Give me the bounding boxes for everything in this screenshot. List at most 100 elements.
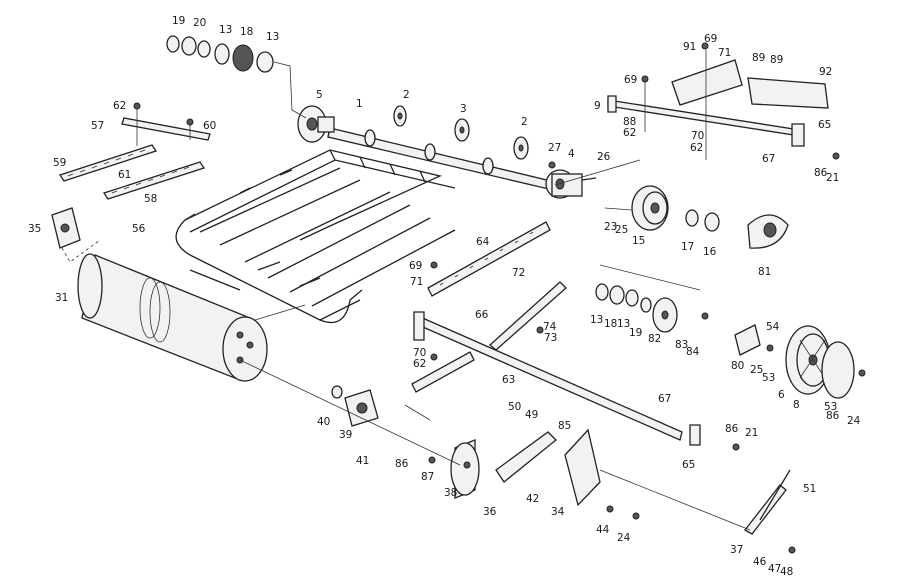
callout-label: 67 [658, 393, 671, 405]
callout-label: 66 [475, 309, 489, 321]
callout-label: 69 [624, 74, 637, 86]
bracket-34 [564, 428, 601, 507]
callout-label: 13 [617, 318, 630, 330]
callout-label: 6 [778, 389, 785, 401]
callout-label: 16 [703, 246, 717, 258]
callout-label: 80 [731, 360, 744, 372]
bearing-16 [704, 212, 720, 232]
drum-31 [77, 253, 268, 382]
callout-label: 59 [53, 157, 66, 169]
bearing-hub-4 [545, 169, 597, 199]
callout-label: 86 [814, 167, 828, 179]
washer-40 [331, 385, 343, 399]
washer-set-middle [595, 283, 652, 313]
bearing-17 [685, 209, 699, 227]
callout-label: 82 [648, 333, 661, 345]
callout-label: 85 [558, 420, 571, 432]
callout-label: 69 [409, 260, 422, 272]
shaft-collars [364, 129, 494, 175]
callout-label: 15 [632, 235, 645, 247]
callout-label: 2 [521, 116, 528, 128]
callout-label: 21 [745, 427, 758, 439]
bracket-35 [51, 207, 101, 263]
pulley-38 [450, 439, 480, 499]
callout-label: 65 [818, 119, 831, 131]
guard-plate-91 [671, 59, 743, 106]
bearing-block-39 [344, 389, 379, 427]
callout-label: 50 [508, 401, 521, 413]
callout-label: 54 [766, 321, 780, 333]
callout-label: 72 [512, 267, 525, 279]
callout-label: 62 [413, 358, 426, 370]
callout-label: 19 [172, 15, 185, 27]
callout-label: 25 [615, 224, 628, 236]
callout-label: 18 [604, 318, 617, 330]
callout-label: 5 [316, 89, 323, 101]
callout-label: 13 [266, 31, 279, 43]
callout-label: 3 [460, 103, 467, 115]
callout-label: 57 [91, 120, 104, 132]
callout-label: 91 [683, 41, 696, 53]
callout-label: 87 [421, 471, 434, 483]
callout-label: 26 [597, 151, 611, 163]
pulley-82 [652, 297, 678, 333]
callout-label: 31 [55, 292, 68, 304]
bar-63 [413, 311, 701, 446]
strip-lower [411, 351, 475, 393]
callout-label: 47 [768, 563, 781, 575]
callout-label: 56 [132, 223, 146, 235]
callout-label: 86 [395, 458, 409, 470]
callout-label: 70 [691, 130, 704, 142]
pulley-15 [631, 185, 669, 231]
callout-label: 70 [413, 347, 426, 359]
chain-conveyor-56 [175, 149, 456, 324]
callout-label: 24 [617, 532, 631, 544]
callout-label: 8 [793, 399, 800, 411]
sprocket-2b [513, 136, 529, 160]
callout-label: 83 [675, 339, 688, 351]
callout-label: 34 [551, 506, 565, 518]
callout-label: 53 [824, 401, 837, 413]
callout-label: 89 [770, 54, 783, 66]
callout-label: 86 [826, 410, 840, 422]
callout-label: 58 [144, 193, 157, 205]
callout-label: 20 [193, 17, 206, 29]
callout-label: 13 [590, 314, 603, 326]
shaft-hub-5 [297, 105, 335, 143]
callout-label: 71 [410, 276, 423, 288]
callout-label: 65 [682, 459, 695, 471]
callout-label: 2 [403, 89, 410, 101]
sprocket-3 [454, 118, 470, 142]
washer-stack-top-left [166, 35, 307, 119]
callout-label: 64 [476, 236, 490, 248]
callout-label: 19 [629, 327, 642, 339]
callout-label: 88 [623, 116, 636, 128]
callout-label: 53 [762, 372, 775, 384]
callout-label: 23 [604, 221, 617, 233]
callout-label: 4 [568, 148, 575, 160]
strip-66 [489, 281, 567, 351]
callout-label: 92 [819, 66, 832, 78]
callout-label: 25 [750, 364, 763, 376]
callout-label: 21 [826, 172, 839, 184]
callout-label: 62 [113, 100, 126, 112]
callout-label: 38 [444, 487, 457, 499]
callout-label: 86 [725, 423, 739, 435]
callout-label: 69 [704, 33, 717, 45]
callout-label: 63 [502, 374, 515, 386]
callout-label: 74 [543, 321, 557, 333]
callout-label: 36 [483, 506, 497, 518]
callout-label: 49 [525, 409, 538, 421]
callout-label: 9 [594, 100, 601, 112]
callout-label: 89 [752, 52, 765, 64]
callout-label: 40 [317, 416, 330, 428]
callout-label: 17 [681, 241, 694, 253]
callout-label: 27 [548, 142, 561, 154]
callout-label: 1 [356, 98, 363, 110]
callout-label: 62 [690, 142, 703, 154]
guard-plate-92 [747, 77, 829, 109]
callout-label: 67 [762, 153, 775, 165]
arm-36 [495, 431, 557, 483]
sprocket-2a [393, 105, 407, 127]
strip-57 [121, 117, 211, 141]
